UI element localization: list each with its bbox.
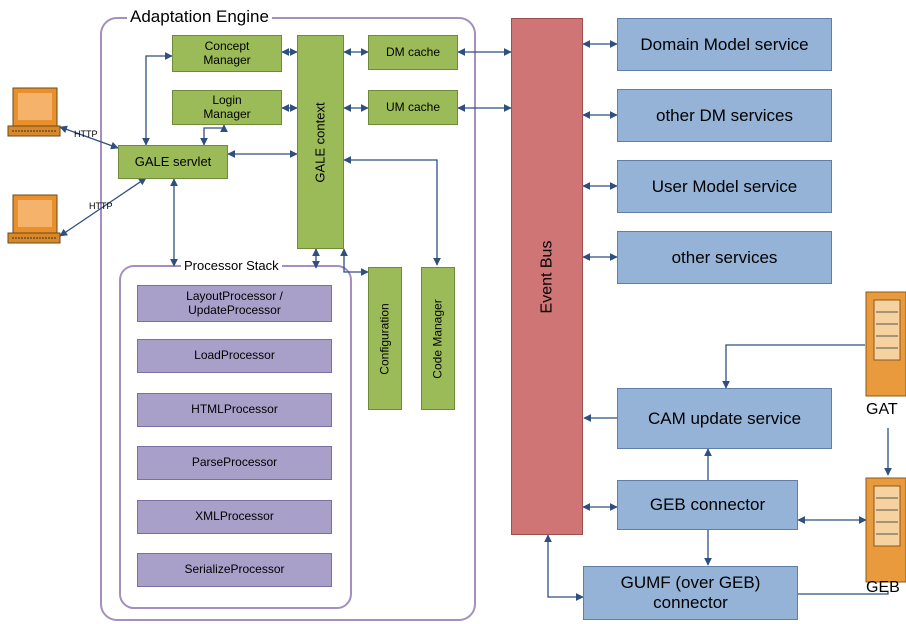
service-box: Domain Model service: [617, 18, 832, 71]
code-manager-box: Code Manager: [421, 267, 455, 410]
processor-box: SerializeProcessor: [137, 553, 332, 587]
processor-box: LayoutProcessor / UpdateProcessor: [137, 285, 332, 322]
computer-icon-top: [7, 87, 61, 137]
gale-context-box: GALE context: [297, 35, 344, 249]
service-box: other services: [617, 231, 832, 284]
http-label-bottom: HTTP: [89, 201, 113, 211]
gale-servlet-box: GALE servlet: [118, 145, 228, 179]
processor-stack-title: Processor Stack: [181, 258, 282, 274]
gat-server-icon: [865, 291, 906, 397]
um-cache-box: UM cache: [368, 90, 458, 125]
http-label-top: HTTP: [74, 129, 98, 139]
geb-server-icon: [865, 477, 906, 583]
dm-cache-box: DM cache: [368, 35, 458, 70]
geb-label: GEB: [866, 578, 900, 596]
gat-label: GAT: [866, 400, 898, 418]
service-box: other DM services: [617, 89, 832, 142]
computer-icon-bottom: [7, 194, 61, 244]
configuration-label: Configuration: [378, 302, 393, 375]
event-bus: Event Bus: [511, 18, 583, 535]
processor-box: HTMLProcessor: [137, 393, 332, 427]
login-manager-box: Login Manager: [172, 90, 282, 125]
adaptation-engine-title: Adaptation Engine: [127, 7, 272, 27]
service-box: User Model service: [617, 160, 832, 213]
processor-box: LoadProcessor: [137, 339, 332, 373]
geb-connector-box: GEB connector: [617, 480, 798, 530]
gumf-connector-box: GUMF (over GEB) connector: [583, 566, 798, 620]
code-manager-label: Code Manager: [431, 298, 446, 379]
processor-box: ParseProcessor: [137, 446, 332, 480]
event-bus-label: Event Bus: [538, 240, 555, 313]
adaptation-engine-container: [100, 17, 476, 621]
concept-manager-box: Concept Manager: [172, 35, 282, 72]
gale-context-label: GALE context: [313, 101, 328, 183]
cam-update-service-box: CAM update service: [617, 388, 832, 449]
configuration-box: Configuration: [368, 267, 402, 410]
processor-box: XMLProcessor: [137, 500, 332, 534]
